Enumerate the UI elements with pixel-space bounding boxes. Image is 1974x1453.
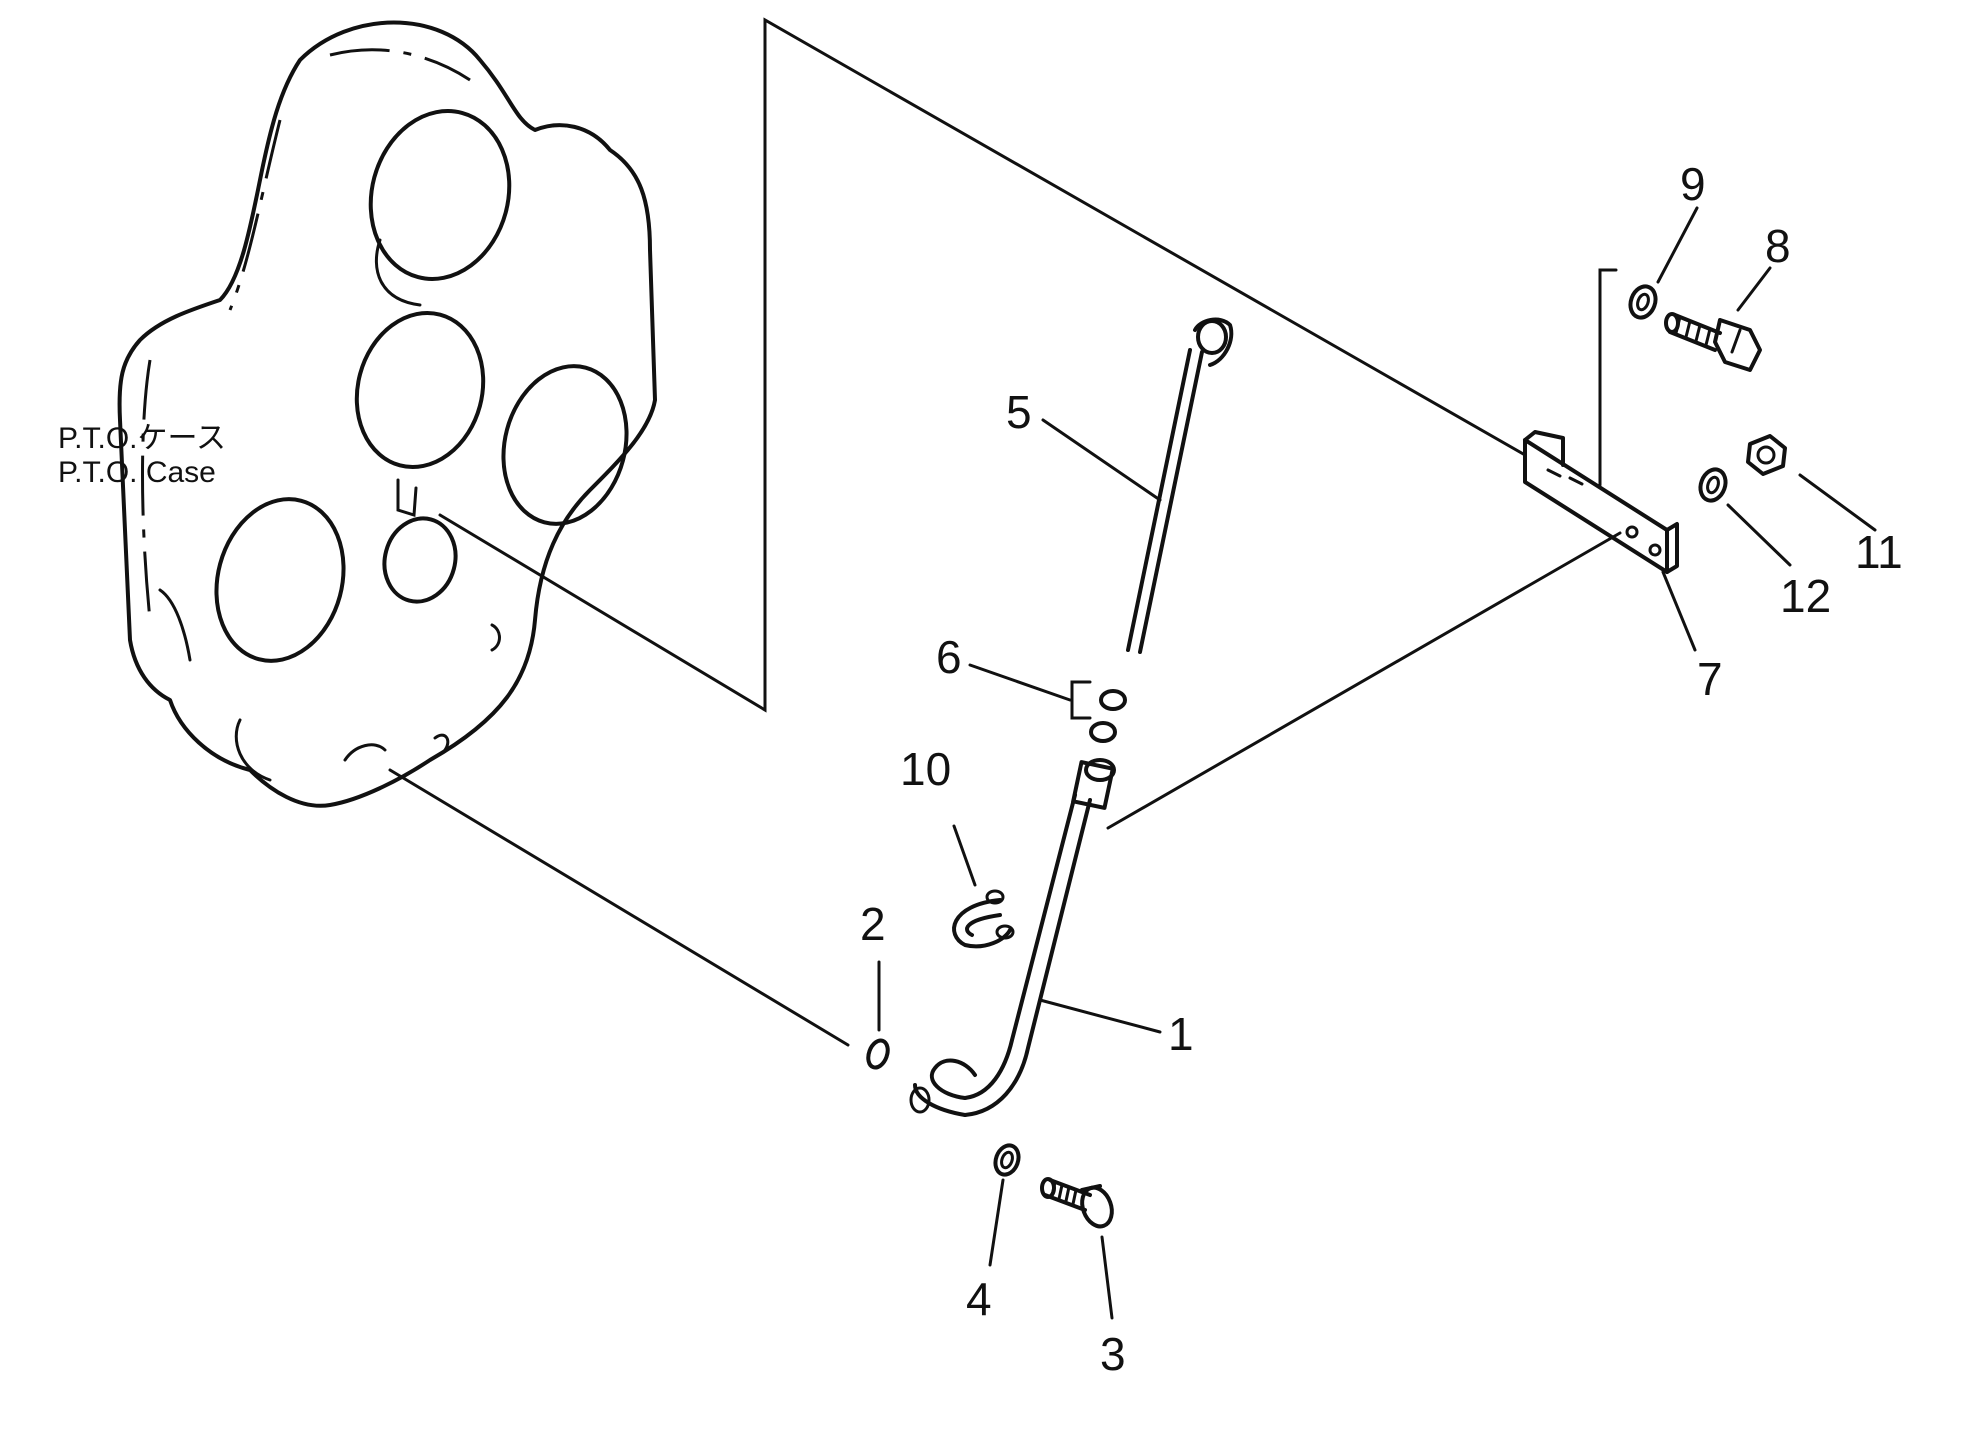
callout-11: 11: [1855, 526, 1903, 578]
part-9-washer: [1628, 206, 1699, 320]
part-5-gauge: [1041, 317, 1234, 654]
callout-9: 9: [1680, 158, 1706, 210]
callout-1: 1: [1168, 1008, 1194, 1060]
part-3-bolt: [1040, 1177, 1114, 1320]
callout-4: 4: [966, 1273, 992, 1325]
part-11-nut: [1746, 434, 1877, 532]
callout-8: 8: [1765, 220, 1791, 272]
callout-7: 7: [1697, 653, 1723, 705]
part-8-bolt: [1664, 266, 1772, 372]
callout-6: 6: [936, 631, 962, 683]
pto-case-label-en: P.T.O. Case: [58, 456, 216, 489]
assembly-lines: [388, 17, 1622, 1047]
part-10-clamp: [952, 824, 1015, 949]
pto-case-label-jp: P.T.O.ケース: [58, 422, 226, 455]
part-4-washer: [988, 1143, 1021, 1267]
part-7-bracket: [1523, 430, 1697, 652]
callout-10: 10: [900, 743, 951, 795]
part-6-o-rings: [968, 663, 1127, 743]
callout-3: 3: [1100, 1328, 1126, 1380]
part-12-washer: [1698, 467, 1792, 567]
callout-2: 2: [860, 898, 886, 950]
callout-12: 12: [1780, 570, 1831, 622]
part-2-o-ring: [866, 960, 890, 1070]
callout-5: 5: [1006, 386, 1032, 438]
part-1-pipe: [909, 758, 1162, 1117]
pto-case-housing: [117, 20, 657, 808]
